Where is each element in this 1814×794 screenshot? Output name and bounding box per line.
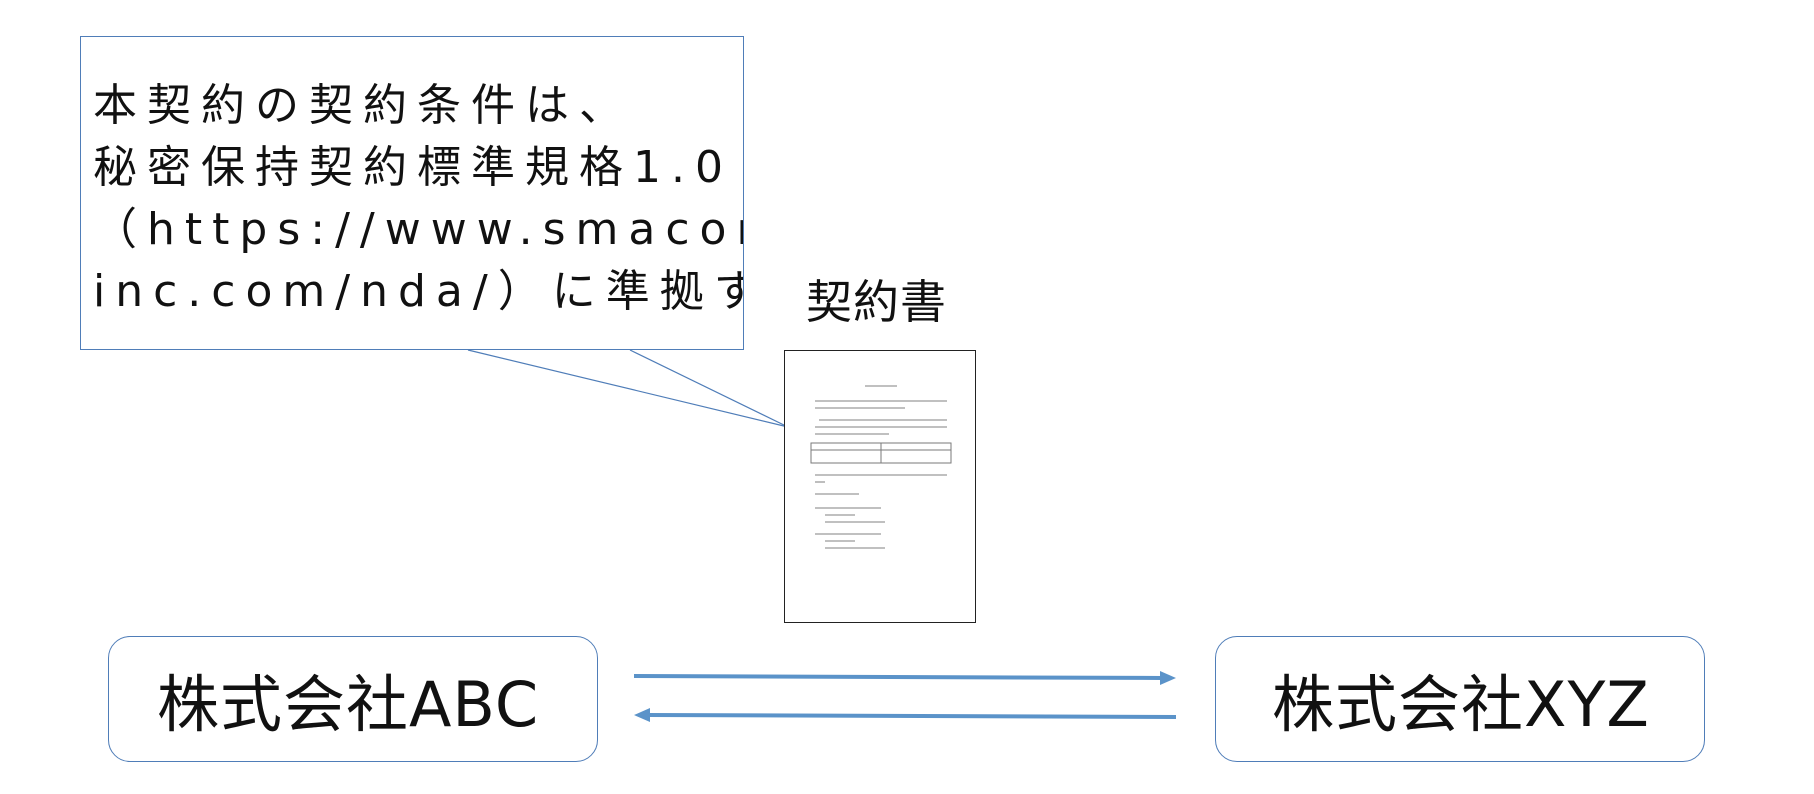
arrow-abc-to-xyz bbox=[633, 671, 1176, 685]
callout-line-3: （https://www.smacon- bbox=[93, 204, 744, 255]
party-abc-box: 株式会社ABC bbox=[108, 636, 598, 762]
contract-document-thumbnail bbox=[784, 350, 976, 623]
document-page-icon bbox=[810, 385, 952, 549]
arrow-xyz-to-abc bbox=[634, 708, 1177, 722]
party-abc-label: 株式会社ABC bbox=[157, 668, 540, 741]
party-xyz-box: 株式会社XYZ bbox=[1215, 636, 1705, 762]
document-title: 契約書 bbox=[806, 275, 947, 329]
callout-box: 本契約の契約条件は、 秘密保持契約標準規格1.0 （https://www.sm… bbox=[80, 36, 744, 350]
party-xyz-label: 株式会社XYZ bbox=[1272, 668, 1650, 741]
callout-line-1: 本契約の契約条件は、 bbox=[93, 80, 633, 131]
callout-line-2: 秘密保持契約標準規格1.0 bbox=[93, 142, 733, 193]
callout-line-4: inc.com/nda/）に準拠する bbox=[93, 266, 743, 317]
